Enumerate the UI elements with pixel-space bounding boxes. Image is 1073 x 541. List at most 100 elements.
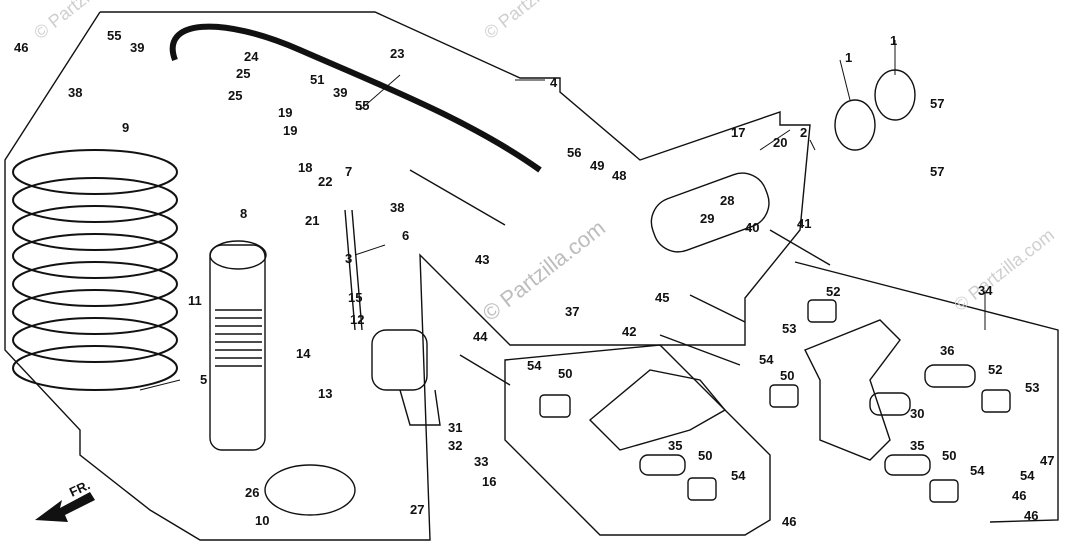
callout-45: 45 [655,290,669,305]
shock-link [804,319,901,461]
reservoir [650,172,770,253]
shock-shaft [344,209,441,426]
collar-30 [869,392,911,416]
callout-17: 17 [731,125,745,140]
callout-1: 1 [845,50,852,65]
bolt-42 [659,334,741,366]
callout-50a: 50 [558,366,572,381]
callout-25b: 25 [228,88,242,103]
callout-10: 10 [255,513,269,528]
callout-30: 30 [910,406,924,421]
callout-4: 4 [550,75,558,90]
callout-2: 2 [800,125,807,140]
callout-25a: 25 [236,66,250,81]
linkage-frame [504,344,771,536]
callout-3: 3 [345,251,352,266]
callout-53b: 53 [1025,380,1039,395]
callout-55b: 55 [355,98,369,113]
callout-54a: 54 [527,358,542,373]
callout-38b: 38 [390,200,404,215]
callout-29: 29 [700,211,714,226]
bearing-50a [539,394,571,418]
front-direction-arrow: FR. [35,477,95,522]
callout-46b: 46 [782,514,796,529]
callout-47: 47 [1040,453,1054,468]
callout-41: 41 [797,216,811,231]
callout-37: 37 [565,304,579,319]
watermark-right: © Partzilla.com [950,225,1058,315]
spring [12,149,178,391]
callout-5: 5 [200,372,207,387]
callout-52b: 52 [988,362,1002,377]
callout-16: 16 [482,474,496,489]
callout-44: 44 [473,329,488,344]
callout-26: 26 [245,485,259,500]
collar-35a [639,454,686,476]
callout-46d: 46 [1024,508,1038,523]
callout-52a: 52 [826,284,840,299]
bolt-41 [769,229,831,266]
callout-8: 8 [240,206,247,221]
bearing-50d [929,479,959,503]
callout-57b: 57 [930,164,944,179]
callout-14: 14 [296,346,311,361]
callout-54c: 54 [731,468,746,483]
callout-1b: 1 [890,33,897,48]
callout-13: 13 [318,386,332,401]
callout-49: 49 [590,158,604,173]
callout-labels: 1 1 2 3 4 5 6 7 8 9 10 11 12 13 14 15 16… [14,28,1054,529]
collar-36 [924,364,976,388]
watermark-left: © Partzilla [30,0,108,43]
callout-19a: 19 [278,105,292,120]
callout-33: 33 [474,454,488,469]
reservoir-hose [169,23,542,173]
callout-23: 23 [390,46,404,61]
callout-54d: 54 [970,463,985,478]
callout-21: 21 [305,213,319,228]
callout-46c: 46 [1012,488,1026,503]
clamp-2 [874,69,916,121]
watermark-top: © Partzilla [480,0,558,43]
callout-32: 32 [448,438,462,453]
spring-seat [264,464,356,516]
callout-35b: 35 [910,438,924,453]
callout-40: 40 [745,220,759,235]
collar-35b [884,454,931,476]
callout-19b: 19 [283,123,297,138]
clamp-1 [834,99,876,151]
callout-35a: 35 [668,438,682,453]
callout-22: 22 [318,174,332,189]
watermark-center: © Partzilla.com [478,215,610,326]
bearing-52b [981,389,1011,413]
callout-7: 7 [345,164,352,179]
bearing-50b [769,384,799,408]
callout-42: 42 [622,324,636,339]
rear-frame [794,261,1059,523]
callout-24: 24 [244,49,259,64]
callout-48: 48 [612,168,626,183]
callout-27: 27 [410,502,424,517]
callout-51: 51 [310,72,324,87]
callout-12: 12 [350,312,364,327]
shock-arm [588,369,727,451]
bearing-52a [807,299,837,323]
callout-56: 56 [567,145,581,160]
leader-lines [139,40,986,391]
callout-53a: 53 [782,321,796,336]
callout-9: 9 [122,120,129,135]
bolt-44 [459,354,511,386]
callout-54e: 54 [1020,468,1035,483]
callout-15: 15 [348,290,362,305]
callout-18: 18 [298,160,312,175]
callout-6: 6 [402,228,409,243]
callout-20: 20 [773,135,787,150]
callout-31: 31 [448,420,462,435]
bolt-43 [409,169,506,226]
shock-body [209,240,267,451]
callout-28: 28 [720,193,734,208]
bolt-45 [689,294,746,323]
callout-38a: 38 [68,85,82,100]
callout-11: 11 [188,293,202,308]
